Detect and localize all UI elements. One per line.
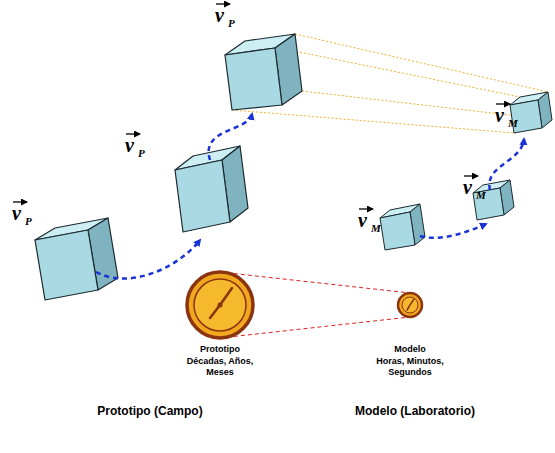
panel-title: Modelo (Laboratorio) [330,404,500,418]
velocity-symbol: v [12,203,21,223]
velocity-symbol: v [463,177,472,197]
velocity-subscript: M [371,223,381,234]
prototype-clock [187,272,253,338]
model-clock [398,293,422,317]
panel-title: Prototipo (Campo) [70,404,230,418]
clock-caption: Décadas, Años, Meses [180,356,260,378]
velocity-subscript: M [508,118,518,129]
clock-title: Modelo [360,344,460,355]
projection-lines [232,34,552,133]
clock-caption: Horas, Minutos, Segundos [365,356,455,378]
velocity-symbol: v [358,210,367,230]
clock-title: Prototipo [170,344,270,355]
velocity-subscript: P [138,148,145,159]
velocity-symbol: v [125,135,134,155]
trajectory-arrows [96,114,524,279]
vector-arrows [13,4,510,209]
velocity-symbol: v [215,5,224,25]
velocity-subscript: P [228,18,235,29]
model-cubes [380,92,552,250]
velocity-subscript: M [476,190,486,201]
velocity-symbol: v [495,105,504,125]
velocity-subscript: P [25,216,32,227]
prototype-cubes [35,34,302,300]
